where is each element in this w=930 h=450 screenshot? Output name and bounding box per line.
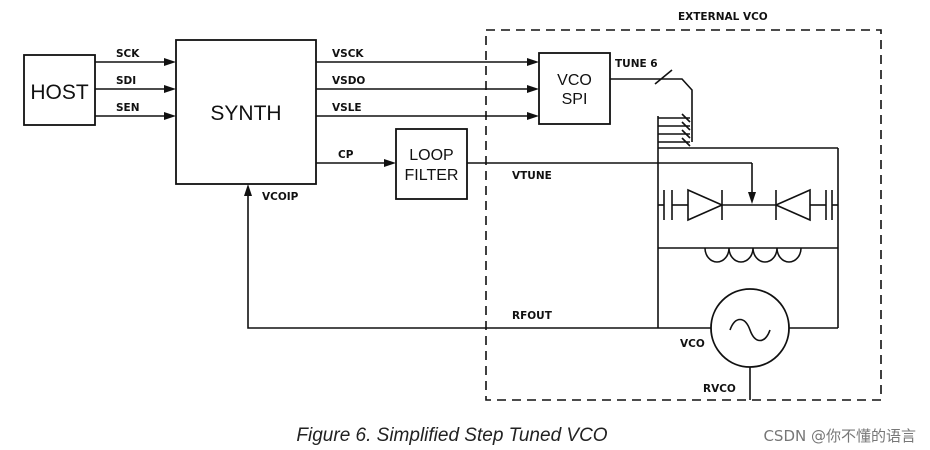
rfout-label: RFOUT [512, 310, 553, 322]
synth-block [175, 39, 317, 185]
vtune-line [467, 162, 756, 204]
vtune-label: VTUNE [512, 170, 552, 182]
vco-oscillator [710, 288, 790, 400]
vco-spi-line2: SPI [562, 91, 588, 108]
vsck-label: VSCK [332, 48, 364, 60]
tank-circuit [657, 147, 839, 329]
loop-filter-block [395, 128, 468, 200]
vco-spi-line1: VCO [557, 72, 592, 89]
sen-label: SEN [116, 102, 140, 114]
host-block [23, 54, 96, 126]
external-vco-label: EXTERNAL VCO [678, 11, 768, 23]
loop-filter-line2: FILTER [405, 167, 459, 184]
vsdo-label: VSDO [332, 75, 365, 87]
external-vco-boundary [485, 29, 882, 401]
sck-label: SCK [116, 48, 140, 60]
cp-line [316, 159, 396, 167]
tune-label: TUNE 6 [615, 58, 658, 70]
vcoip-feedback-line [244, 184, 658, 329]
varactor-row [658, 188, 838, 222]
cp-label: CP [338, 149, 354, 161]
vco-spi-block [538, 52, 611, 125]
vco-label: VCO [680, 338, 705, 350]
rvco-label: RVCO [703, 383, 736, 395]
switch-bank [657, 113, 691, 148]
vsle-label: VSLE [332, 102, 362, 114]
loop-filter-line1: LOOP [409, 147, 453, 164]
host-synth-bus [95, 58, 176, 120]
synth-vco-spi-bus [316, 58, 539, 120]
sdi-label: SDI [116, 75, 136, 87]
synth-label: SYNTH [210, 102, 281, 125]
vcoip-label: VCOIP [262, 191, 299, 203]
figure-caption: Figure 6. Simplified Step Tuned VCO [296, 425, 607, 446]
tune-bus [610, 69, 693, 142]
inductor-row [658, 247, 838, 263]
csdn-watermark: CSDN @你不懂的语言 [763, 427, 916, 445]
host-label: HOST [30, 81, 89, 104]
